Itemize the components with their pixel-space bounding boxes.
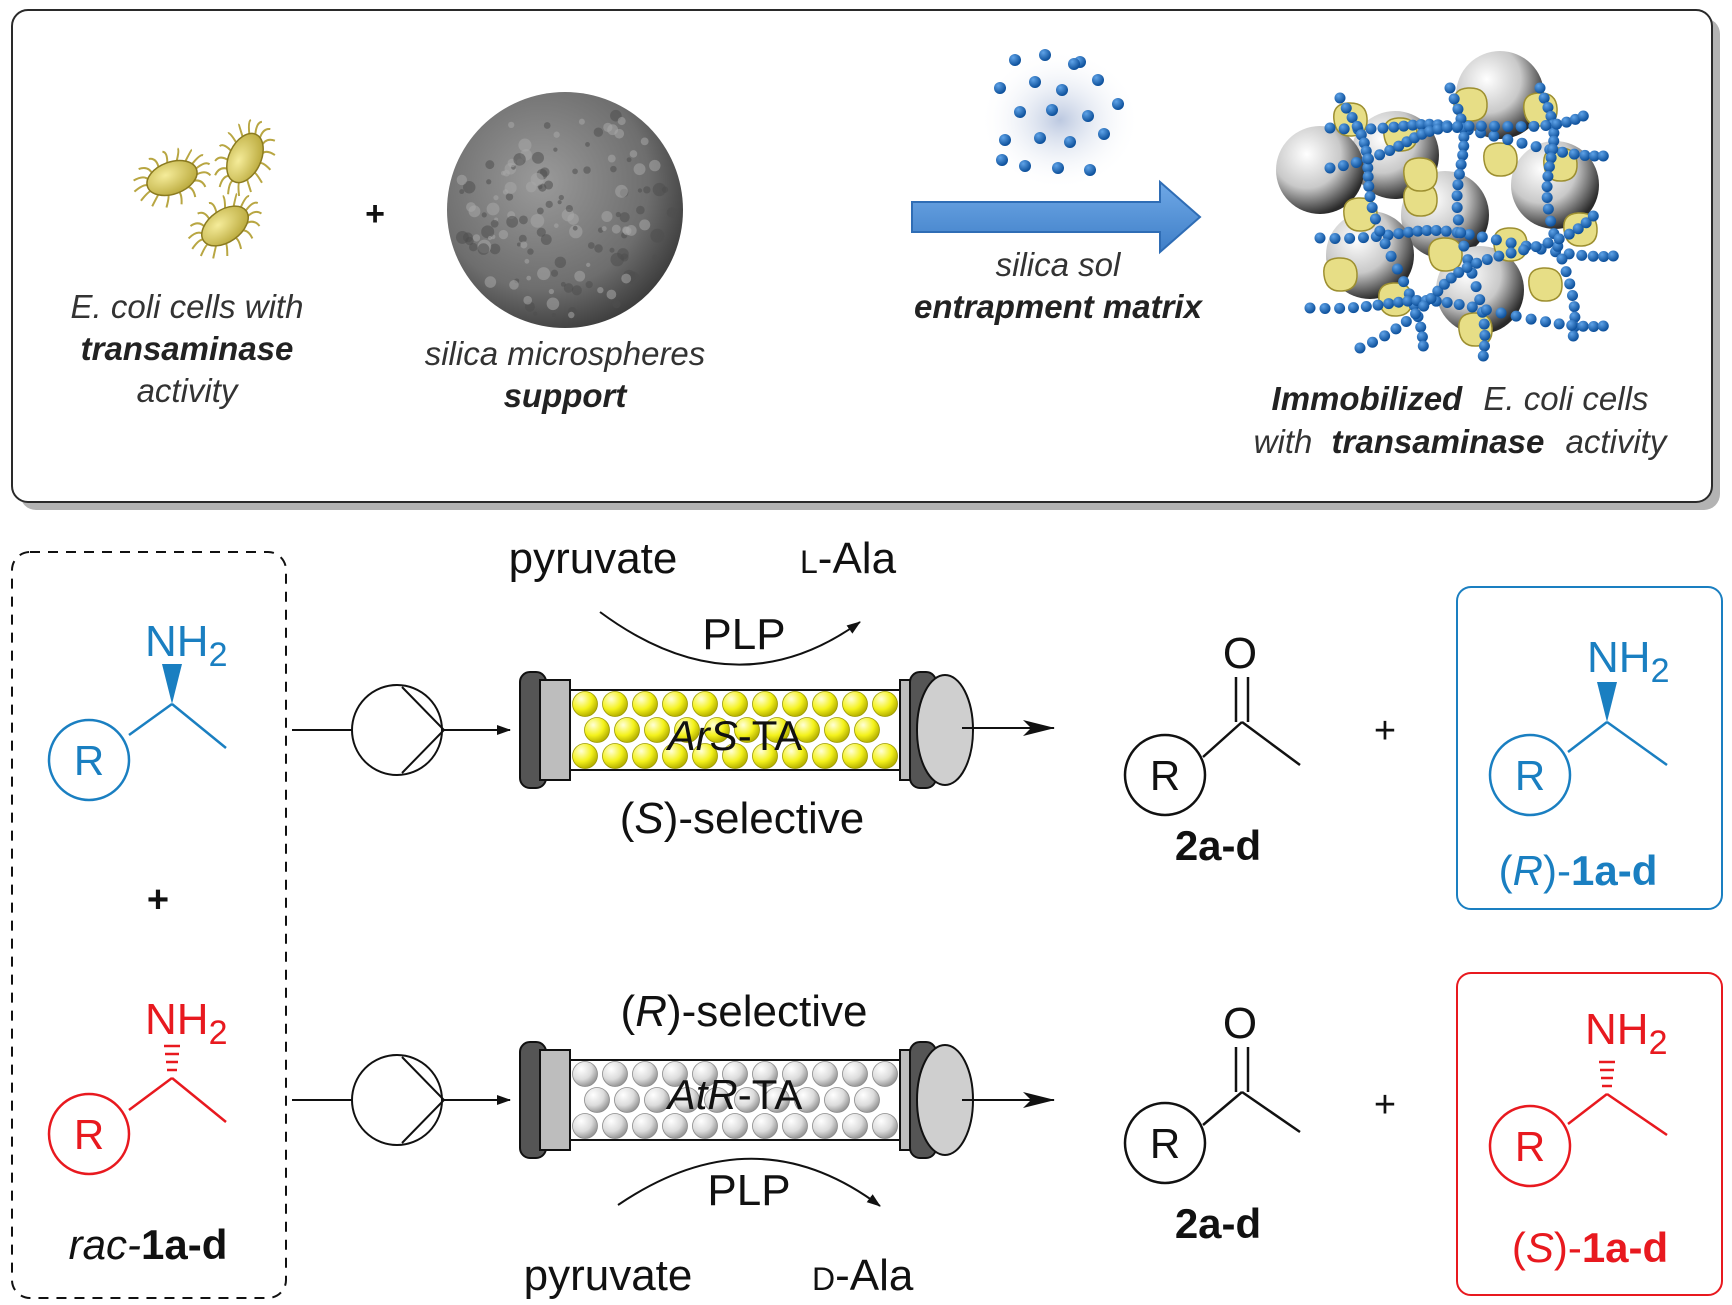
r-product-nh2-label: NH2 <box>1587 633 1669 690</box>
r-amine-product-box: R NH2 (R)-1a-d <box>1456 586 1723 910</box>
r-enzyme-label: AtR-TA <box>665 1071 803 1118</box>
product-plus-top: + <box>1374 710 1396 752</box>
r-amine-r-label: R <box>74 1111 104 1158</box>
r-product-compound-label: (R)-1a-d <box>1499 847 1658 894</box>
cells-caption-line1: E. coli cells with <box>71 288 304 325</box>
silica-microsphere-icon <box>447 92 683 328</box>
pump-icon-bottom <box>351 1054 446 1146</box>
substrate-plus-sign: + <box>147 879 169 921</box>
entrapment-arrow <box>911 179 1202 255</box>
s-enzyme-label: ArS-TA <box>665 712 803 759</box>
r-plp-label: PLP <box>707 1166 790 1215</box>
immobilized-cells-composite-icon <box>1276 51 1619 362</box>
product-plus-bottom: + <box>1374 1084 1396 1126</box>
ketone-bottom-r-label: R <box>1150 1120 1180 1167</box>
rac-substrate-label: rac-1a-d <box>69 1221 228 1268</box>
s-column-reactor <box>519 671 974 789</box>
s-selectivity-label: (S)-selective <box>620 794 865 843</box>
ecoli-cells-icon <box>133 119 276 259</box>
r-selectivity-label: (R)-selective <box>621 987 868 1036</box>
r-cofactor-arrow <box>617 1157 881 1207</box>
arrow-caption-line2: entrapment matrix <box>914 288 1204 325</box>
ketone-top-compound-label: 2a-d <box>1175 822 1261 869</box>
r-product-r-label: R <box>1515 752 1545 799</box>
s-cofactor-arrow <box>599 611 861 666</box>
s-l-ala-label: L-Ala <box>800 534 897 583</box>
cells-caption-line3: activity <box>137 372 240 409</box>
top-panel: E. coli cells with transaminase activity… <box>11 9 1720 510</box>
r-d-ala-label: D-Ala <box>812 1251 914 1300</box>
product-caption-line2: with transaminase activity <box>1254 423 1669 460</box>
r-pyruvate-label: pyruvate <box>524 1251 693 1300</box>
r-amine-structure <box>47 1044 227 1176</box>
s-amine-product-box: R NH2 (S)-1a-d <box>1456 972 1723 1296</box>
s-product-compound-label: (S)-1a-d <box>1512 1224 1668 1271</box>
r-amine-nh2-label: NH2 <box>145 995 227 1052</box>
r-column-reactor <box>519 1041 974 1159</box>
ketone-product-bottom: O R 2a-d <box>1123 999 1301 1247</box>
top-plus-sign: + <box>365 195 385 233</box>
s-amine-r-label: R <box>74 737 104 784</box>
r-selective-flow-line: (R)-selective AtR-TA PLP pyruvate D-Ala <box>292 987 1055 1300</box>
ketone-product-top: O R 2a-d <box>1123 629 1301 869</box>
support-caption-line2: support <box>504 377 629 414</box>
arrow-caption-line1: silica sol <box>996 246 1122 283</box>
cells-caption-line2: transaminase <box>81 330 294 367</box>
ketone-top-o-label: O <box>1223 629 1257 678</box>
ketone-bottom-compound-label: 2a-d <box>1175 1200 1261 1247</box>
silica-sol-particles-icon <box>980 49 1140 190</box>
s-pyruvate-label: pyruvate <box>509 534 678 583</box>
ketone-top-r-label: R <box>1150 752 1180 799</box>
s-plp-label: PLP <box>702 610 785 659</box>
ketone-bottom-o-label: O <box>1223 999 1257 1048</box>
racemic-substrate-box: R NH2 + R NH2 rac-1a-d <box>11 551 287 1299</box>
pump-icon-top <box>351 684 446 776</box>
s-selective-flow-line: pyruvate L-Ala PLP ArS-TA (S)-selective <box>292 534 1055 843</box>
s-product-nh2-label: NH2 <box>1585 1005 1667 1062</box>
s-product-r-label: R <box>1515 1123 1545 1170</box>
support-caption-line1: silica microspheres <box>425 335 706 372</box>
product-caption-line1: Immobilized E. coli cells <box>1272 380 1649 417</box>
s-amine-structure <box>47 664 227 802</box>
s-amine-nh2-label: NH2 <box>145 617 227 674</box>
